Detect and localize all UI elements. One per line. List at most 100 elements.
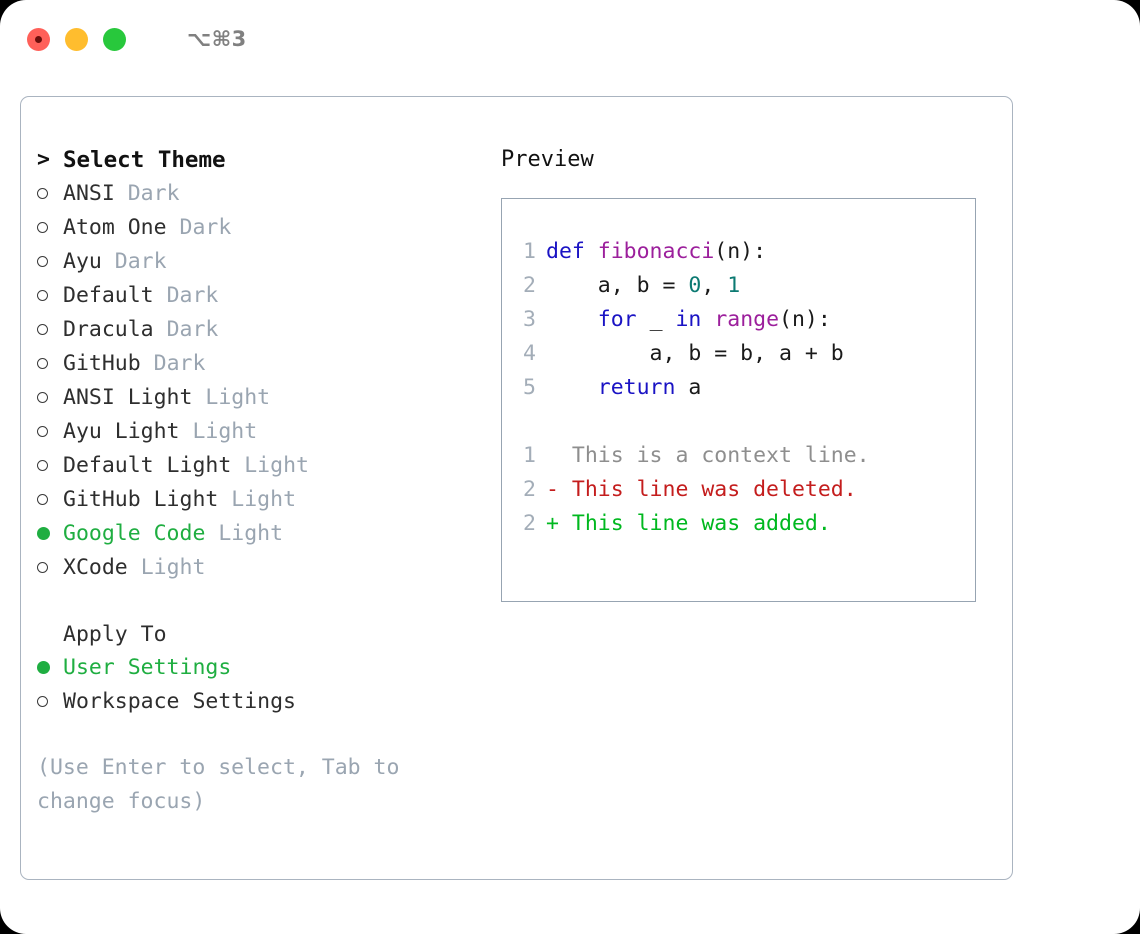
radio-unselected-icon[interactable] xyxy=(37,211,63,245)
select-theme-header: >Select Theme xyxy=(37,143,477,177)
code-token: def xyxy=(546,239,598,264)
theme-variant-tag: Light xyxy=(140,555,206,580)
theme-list-item[interactable]: Ayu Light Light xyxy=(37,415,477,449)
code-token xyxy=(546,307,598,332)
code-token: in xyxy=(675,307,702,332)
code-token: 0 xyxy=(688,273,702,298)
radio-unselected-icon[interactable] xyxy=(37,177,63,211)
theme-name: Dracula xyxy=(63,317,154,342)
theme-name: Atom One xyxy=(63,215,167,240)
theme-variant-tag: Dark xyxy=(166,283,219,308)
code-token: (n): xyxy=(779,307,831,332)
radio-unselected-icon[interactable] xyxy=(37,449,63,483)
code-token: a xyxy=(675,375,702,400)
code-line: 3 for _ in range(n): xyxy=(502,303,975,337)
apply-to-option[interactable]: Workspace Settings xyxy=(37,685,477,719)
line-number: 1 xyxy=(523,443,536,468)
code-token: 1 xyxy=(727,273,741,298)
theme-list-item[interactable]: Dracula Dark xyxy=(37,313,477,347)
radio-unselected-icon[interactable] xyxy=(37,415,63,449)
theme-list-item[interactable]: Google Code Light xyxy=(37,517,477,551)
code-line: 2 a, b = 0, 1 xyxy=(502,269,975,303)
traffic-lights xyxy=(27,27,126,51)
radio-unselected-icon[interactable] xyxy=(37,313,63,347)
theme-list-item[interactable]: GitHub Light Light xyxy=(37,483,477,517)
code-token: range xyxy=(714,307,780,332)
diff-line: 2 - This line was deleted. xyxy=(502,473,975,507)
code-text: def fibonacci(n): xyxy=(546,235,766,269)
apply-to-option[interactable]: User Settings xyxy=(37,651,477,685)
theme-name: Ayu Light xyxy=(63,419,180,444)
theme-list-item[interactable]: GitHub Dark xyxy=(37,347,477,381)
keyboard-hint: (Use Enter to select, Tab to change focu… xyxy=(37,755,413,814)
code-token xyxy=(701,307,714,332)
line-number: 2 xyxy=(523,273,536,298)
theme-name: ANSI Light xyxy=(63,385,193,410)
radio-unselected-icon[interactable] xyxy=(37,685,63,719)
code-line: 5 return a xyxy=(502,371,975,405)
radio-unselected-icon[interactable] xyxy=(37,381,63,415)
keyboard-shortcut-label: ⌥⌘3 xyxy=(187,27,247,51)
theme-variant-tag: Light xyxy=(231,487,297,512)
code-line: 4 a, b = b, a + b xyxy=(502,337,975,371)
theme-list-item[interactable]: Ayu Dark xyxy=(37,245,477,279)
radio-unselected-icon[interactable] xyxy=(37,551,63,585)
theme-variant-tag: Light xyxy=(244,453,309,478)
maximize-button[interactable] xyxy=(103,27,126,51)
diff-line: 1 This is a context line. xyxy=(502,439,975,473)
line-number: 1 xyxy=(523,239,536,264)
radio-selected-icon[interactable] xyxy=(37,517,63,551)
theme-name: GitHub xyxy=(63,351,141,376)
code-diff-separator xyxy=(502,405,975,439)
theme-variant-tag: Dark xyxy=(179,215,232,240)
code-token: , xyxy=(701,273,728,298)
code-token: fibonacci xyxy=(597,239,715,264)
code-line: 1 def fibonacci(n): xyxy=(502,235,975,269)
theme-list-item[interactable]: Default Dark xyxy=(37,279,477,313)
code-text: a, b = 0, 1 xyxy=(546,269,740,303)
diff-text: - This line was deleted. xyxy=(546,477,857,502)
theme-list-item[interactable]: Default Light Light xyxy=(37,449,477,483)
theme-list-item[interactable]: Atom One Dark xyxy=(37,211,477,245)
diff-sample: 1 This is a context line. 2 - This line wa… xyxy=(502,439,975,541)
theme-variant-tag: Dark xyxy=(166,317,219,342)
close-button[interactable] xyxy=(27,27,50,51)
radio-unselected-icon[interactable] xyxy=(37,279,63,313)
code-token: a, b = xyxy=(546,273,689,298)
radio-unselected-icon[interactable] xyxy=(37,483,63,517)
code-token xyxy=(546,375,598,400)
theme-list-item[interactable]: ANSI Light Light xyxy=(37,381,477,415)
radio-unselected-icon[interactable] xyxy=(37,245,63,279)
caret-icon: > xyxy=(37,147,50,172)
code-token: return xyxy=(597,375,676,400)
line-number: 2 xyxy=(523,477,536,502)
diff-text: This is a context line. xyxy=(546,443,870,468)
theme-list-item[interactable]: XCode Light xyxy=(37,551,477,585)
theme-variant-tag: Light xyxy=(218,521,284,546)
radio-selected-icon[interactable] xyxy=(37,651,63,685)
code-text: for _ in range(n): xyxy=(546,303,831,337)
code-text: return a xyxy=(546,371,702,405)
line-number: 5 xyxy=(523,375,536,400)
code-text: a, b = b, a + b xyxy=(546,337,844,371)
radio-unselected-icon[interactable] xyxy=(37,347,63,381)
code-token: for xyxy=(597,307,637,332)
apply-to-option-label: User Settings xyxy=(63,655,232,680)
theme-name: Google Code xyxy=(63,521,206,546)
theme-list-item[interactable]: ANSI Dark xyxy=(37,177,477,211)
minimize-button[interactable] xyxy=(65,27,88,51)
theme-name: GitHub Light xyxy=(63,487,219,512)
line-number: 4 xyxy=(523,341,536,366)
code-token: a, b = b, a + b xyxy=(546,341,844,366)
theme-variant-tag: Light xyxy=(205,385,271,410)
theme-variant-tag: Dark xyxy=(127,181,180,206)
